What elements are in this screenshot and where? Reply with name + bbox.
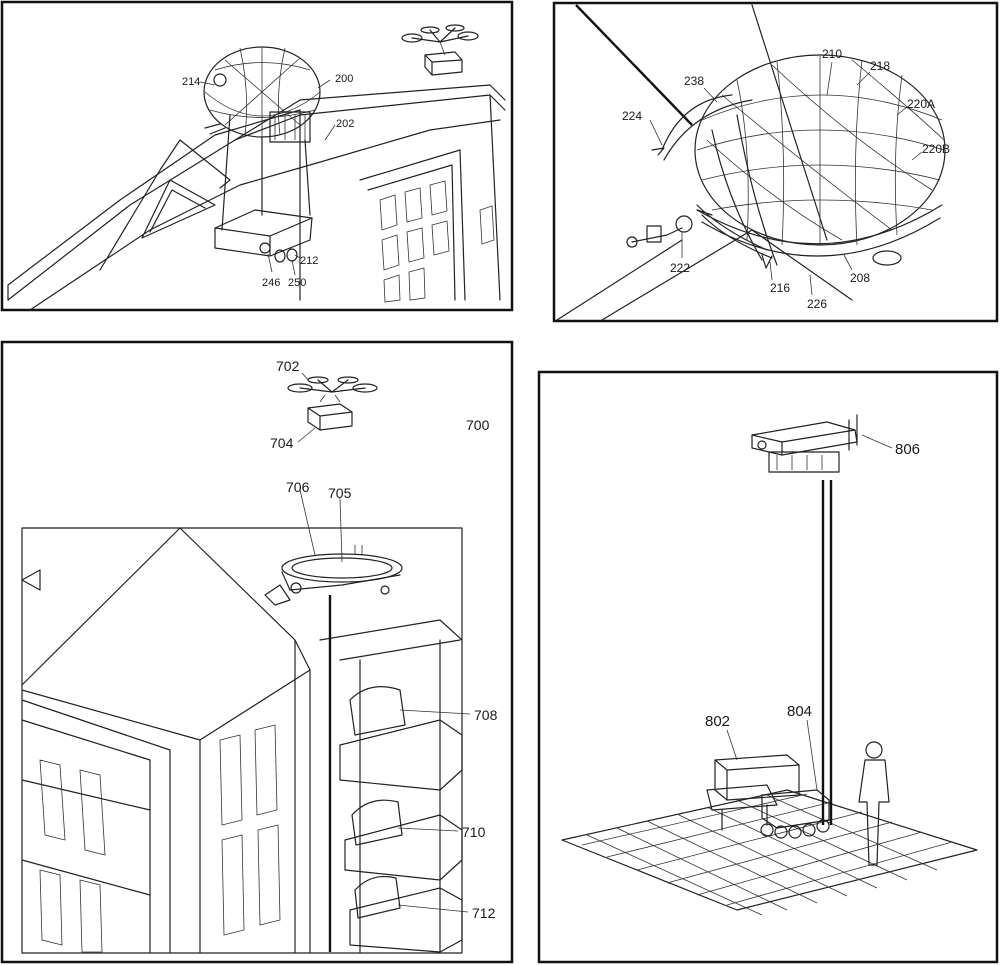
ref-label-202: 202 [336,118,354,130]
ref-label-708: 708 [474,707,498,723]
connector-arm [626,209,713,248]
tether-lines [221,114,311,231]
tether-cable [575,4,693,126]
ref-label-238: 238 [684,74,704,88]
ref-label-218: 218 [870,59,890,73]
ref-label-802: 802 [705,713,730,730]
ref-label-220B: 220B [922,142,950,156]
ref-label-220A: 220A [907,97,935,111]
tall-pole [821,480,833,825]
package-704 [307,403,353,431]
figure-d-drawing: 806 802 804 [537,370,999,964]
figure-b-drawing: 210 218 238 220A 220B 224 222 216 208 22… [552,1,999,323]
figure-panel-dome-closeup: 210 218 238 220A 220B 224 222 216 208 22… [552,0,1000,325]
person-standing [858,741,890,866]
figure-panel-building-docking-station: 214 200 202 212 246 250 [0,0,515,313]
ref-label-806: 806 [895,441,920,458]
ref-label-212: 212 [300,255,318,267]
arrow-left [651,147,665,156]
dome-base-ring [696,204,943,266]
ref-label-702: 702 [276,358,300,374]
figure-a-drawing: 214 200 202 212 246 250 [0,0,514,312]
tower-building [21,527,311,953]
ref-label-224: 224 [622,109,642,123]
ref-label-246: 246 [262,277,280,289]
ref-label-250: 250 [288,277,306,289]
figure-panel-ground-pickup: 806 802 804 [537,370,1000,965]
ref-label-210: 210 [822,47,842,61]
ref-label-704: 704 [270,435,294,451]
figure-c-drawing: 702 704 700 706 705 708 710 712 [0,340,514,964]
balcony-column [319,619,463,953]
drone-702 [287,376,378,403]
ref-label-705: 705 [328,485,352,501]
elevated-station-806 [751,414,858,473]
dome-shell [694,54,946,246]
ref-label-214: 214 [182,76,200,88]
building-windows [379,180,495,303]
arrow-down [761,254,773,269]
ref-label-216: 216 [770,281,790,295]
ref-label-710: 710 [462,824,486,840]
locker-boxes [349,686,406,919]
ref-label-804: 804 [787,703,812,720]
ref-label-226: 226 [807,297,827,311]
ref-label-200: 200 [335,73,353,85]
ref-label-700: 700 [466,417,490,433]
ref-label-222: 222 [670,261,690,275]
ref-label-712: 712 [472,905,496,921]
building-roof [7,84,506,311]
drone-with-package [401,24,479,76]
paved-ground [561,789,978,916]
ref-label-706: 706 [286,479,310,495]
figure-panel-balcony-delivery: 702 704 700 706 705 708 710 712 [0,340,515,965]
ref-label-208: 208 [850,271,870,285]
ground-station-box [214,209,313,263]
